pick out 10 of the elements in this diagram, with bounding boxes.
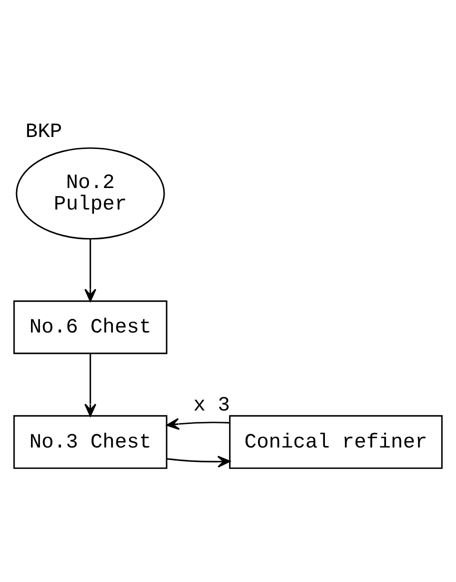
diagram-title: BKP	[26, 120, 62, 144]
arrow	[166, 418, 230, 430]
node-label: x 3	[193, 394, 230, 417]
arrow	[84, 353, 96, 416]
arrow	[166, 455, 230, 468]
node-box: Conical refiner	[229, 414, 443, 468]
node-box: No.3 Chest	[13, 414, 168, 468]
node-ellipse: No.2 Pulper	[16, 146, 165, 240]
node-box: No.6 Chest	[13, 300, 168, 354]
arrow	[84, 238, 96, 302]
